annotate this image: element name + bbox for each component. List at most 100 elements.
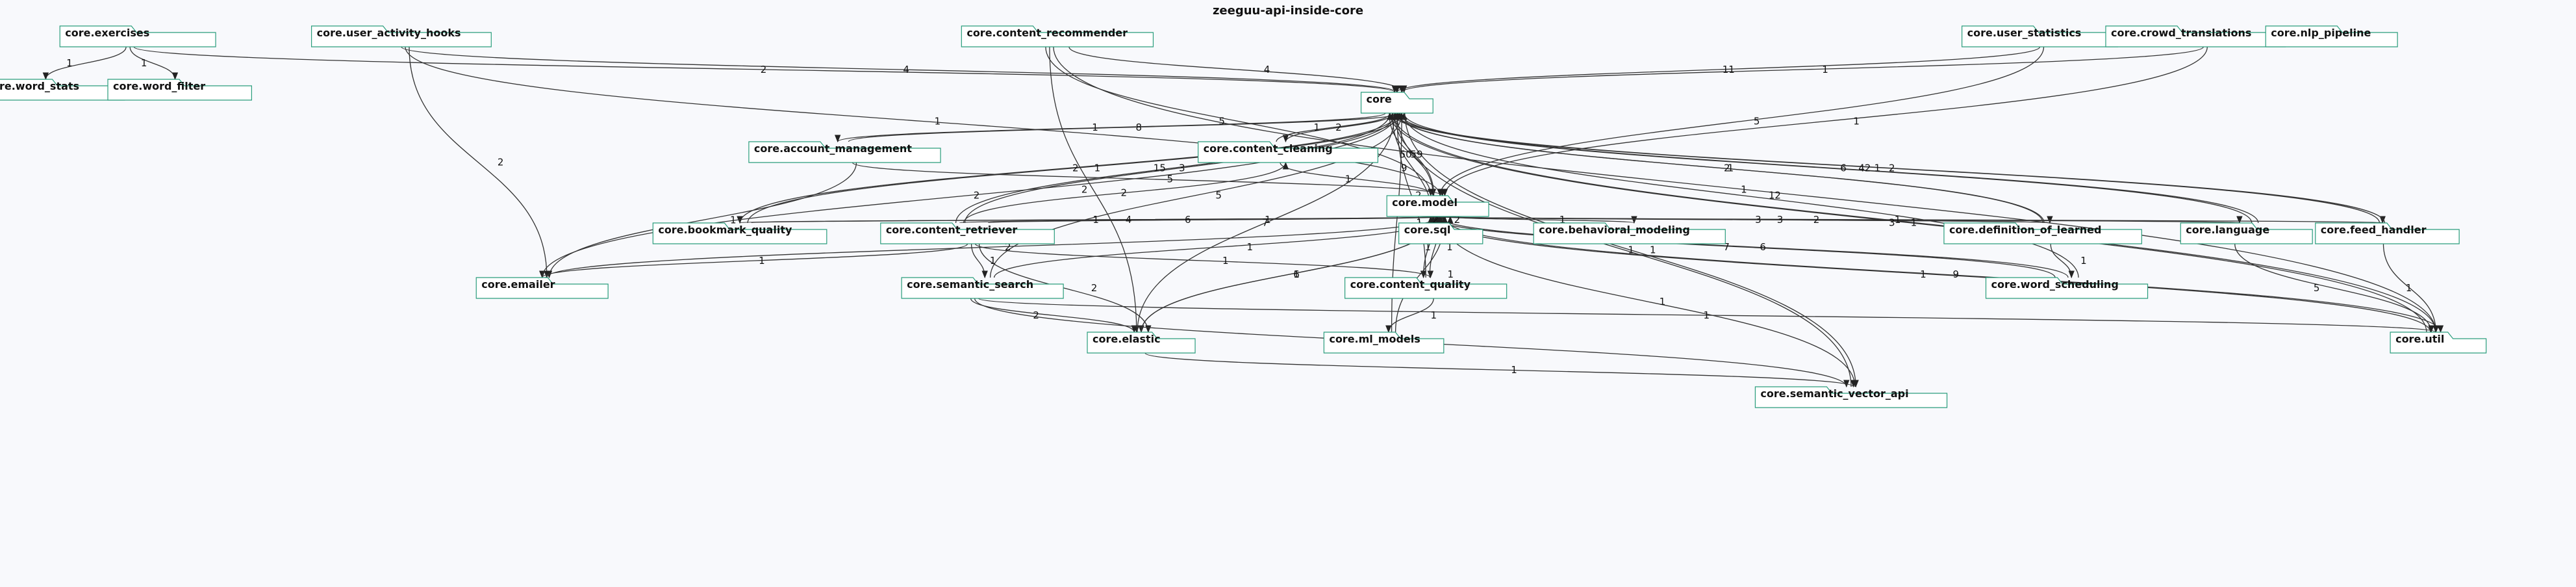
edge-count-label: 2 [1081,184,1088,196]
edge-count-label: 1 [1559,214,1566,226]
package-label: core.user_statistics [1967,27,2082,39]
package-shape [901,277,1064,299]
package-shape [59,25,216,47]
package-node-util: core.util [2390,332,2487,354]
package-label: core.emailer [481,278,555,291]
dependency-edge-bookmark-quality-to-core [747,112,1405,224]
package-shape [1345,277,1508,299]
edge-count-label: 1 [759,255,765,267]
edge-count-label: 2 [498,157,504,168]
package-node-word-stats: core.word_stats [0,79,125,101]
package-shape [1754,386,1948,408]
edge-count-label: 12 [1769,190,1781,202]
package-node-user-statistics: core.user_statistics [1962,25,2119,47]
package-shape [652,222,827,244]
package-label: core.ml_models [1329,333,1420,345]
package-node-language: core.language [2180,222,2313,244]
package-label: core.word_stats [0,80,79,92]
package-node-ml-models: core.ml_models [1323,332,1445,354]
edge-count-label: 1 [1092,122,1098,133]
dependency-edge-semantic-vector-api-to-core [1394,112,1852,387]
edge-count-label: 1 [1895,214,1901,226]
edge-count-label: 5 [2314,282,2320,294]
edge-count-label: 1 [1920,268,1926,280]
edge-count-label: 1 [1094,163,1101,174]
dependency-edge-exercises-to-word-stats [42,46,127,81]
edge-count-label: 1 [2080,255,2087,267]
edge-count-label: 11 [1723,64,1735,75]
package-label: core.sql [1404,224,1451,236]
edge-count-label: 3 [1777,214,1784,226]
edge-count-label: 1 [1660,296,1666,307]
edge-count-label: 1 [1911,217,1917,229]
package-node-core: core [1360,92,1433,114]
package-shape [107,79,252,101]
package-node-feed-handler: core.feed_handler [2315,222,2460,244]
dependency-edge-content-quality-to-ml-models [1385,298,1434,333]
dependency-edge-exercises-to-core [133,46,1398,94]
edge-count-label: 1 [1293,268,1300,280]
package-label: core.elastic [1092,333,1161,345]
package-shape [1323,332,1445,354]
edge-count-label: 7 [1262,217,1269,229]
package-node-crowd-translations: core.crowd_translations [2105,25,2286,47]
edge-count-label: 2 [1120,187,1127,199]
package-label: core [1367,93,1392,105]
package-label: core.nlp_pipeline [2271,27,2371,39]
package-node-bookmark-quality: core.bookmark_quality [652,222,827,244]
package-node-behavioral-modeling: core.behavioral_modeling [1533,222,1726,244]
edge-count-label: 1 [66,57,73,69]
dependency-edge-elastic-to-model [1141,215,1441,333]
edge-layer [42,46,2443,388]
dependency-edge-content-retriever-to-content-quality [974,243,1433,279]
dependency-edge-word-scheduling-to-model [1428,215,2056,278]
edge-count-label: 1 [1314,122,1320,133]
package-node-elastic: core.elastic [1087,332,1196,354]
package-label: core.content_cleaning [1204,142,1333,155]
dependency-edge-definition-of-learned-to-model [1438,215,2047,224]
dependency-edge-core-to-semantic-vector-api [1404,112,1859,388]
dependency-edge-model-to-core [1391,112,1435,196]
diagram-title: zeeguu-api-inside-core [1213,4,1363,18]
package-shape [1386,195,1489,217]
edge-count-label: 1 [1728,163,1734,174]
edge-count-label: 9 [1953,268,1960,280]
package-node-content-cleaning: core.content_cleaning [1198,141,1378,163]
dependency-edge-util-to-core [1387,112,2427,333]
dependency-edge-feed-handler-to-util [2382,243,2439,333]
edge-count-label: 1 [730,215,737,226]
edge-count-label: 1 [1822,64,1828,75]
package-shape [1985,277,2149,299]
edge-count-label: 1 [1741,184,1747,196]
package-node-content-quality: core.content_quality [1345,277,1508,299]
edge-count-label: 1 [1265,214,1271,226]
package-shape [2315,222,2460,244]
package-label: core.word_filter [113,80,205,92]
dependency-edge-util-to-model [1430,215,2431,333]
edge-count-label: 1 [935,116,941,127]
package-label: core.behavioral_modeling [1539,224,1690,236]
edge-count-label: 2 [1889,163,1895,174]
edge-count-label: 1 [141,57,147,69]
dependency-edge-user-activity-hooks-to-model [405,46,1443,197]
package-shape [1360,92,1433,114]
edge-count-label: 2 [1454,214,1461,226]
dependency-edge-core-to-bookmark-quality [737,112,1398,224]
package-shape [1198,141,1378,163]
package-label: core.definition_of_learned [1949,224,2102,236]
package-node-content-recommender: core.content_recommender [961,25,1154,47]
edge-count-label: 1 [1853,116,1860,127]
package-shape [1533,222,1726,244]
edge-count-label: 5 [1215,190,1222,202]
edge-count-label: 6 [1293,268,1300,280]
dependency-edge-elastic-to-semantic-vector-api [1144,352,1856,388]
dependency-edge-user-activity-hooks-to-core [401,46,1400,94]
package-label: core.semantic_vector_api [1760,387,1908,400]
dependency-edge-content-recommender-to-util [1053,46,2439,333]
package-node-word-filter: core.word_filter [107,79,252,101]
edge-count-label: 1 [1875,163,1881,174]
package-node-nlp-pipeline: core.nlp_pipeline [2265,25,2398,47]
dependency-edge-definition-of-learned-to-word-scheduling [2050,243,2075,279]
